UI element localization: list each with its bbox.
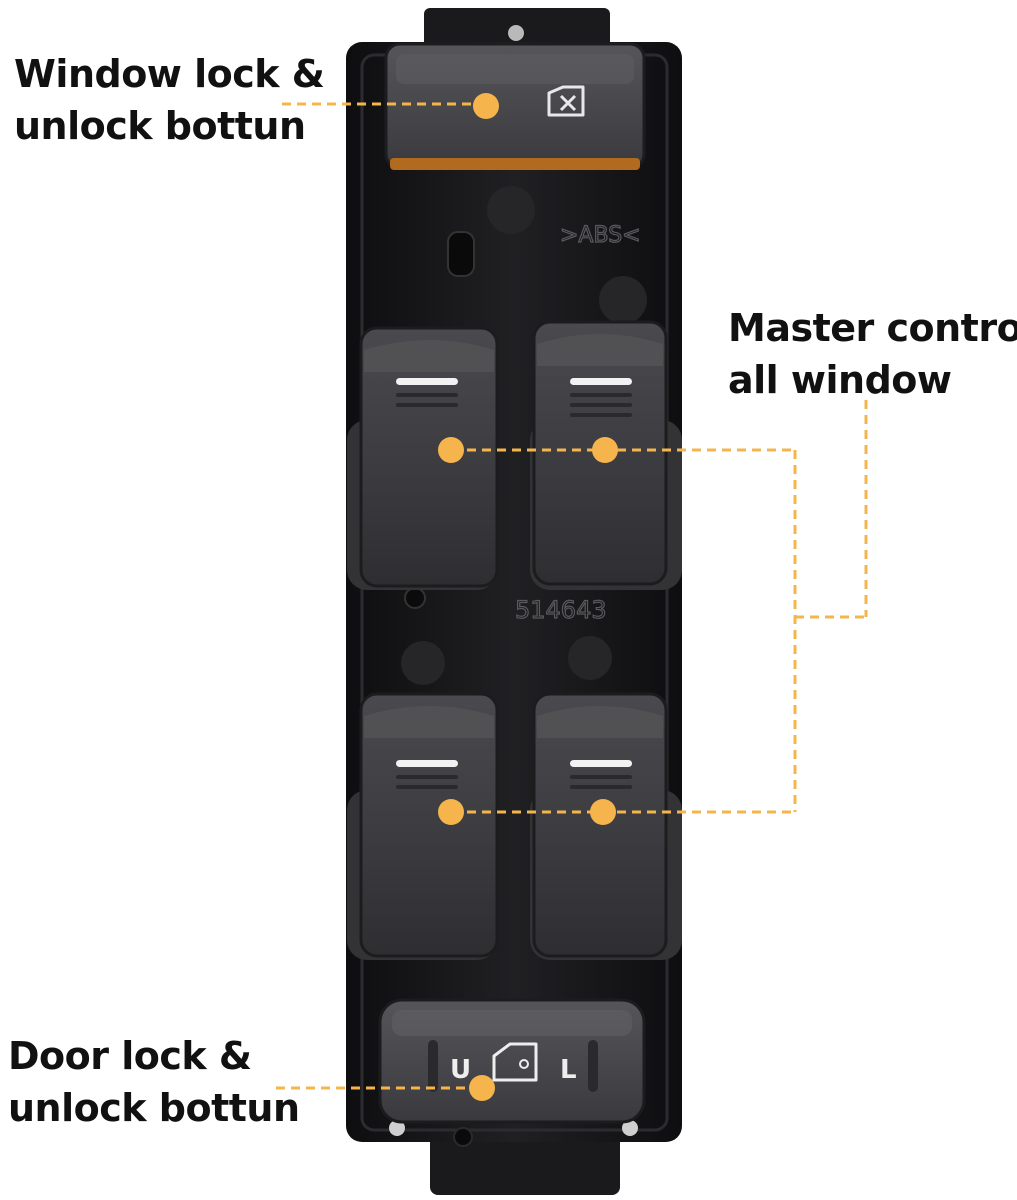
window-switch-rear-right[interactable] — [530, 692, 682, 960]
housing-boss — [568, 636, 612, 680]
callout-line: Window lock & — [14, 52, 325, 96]
master-control-callout: Master control all window — [728, 302, 1017, 406]
housing-boss — [401, 641, 445, 685]
housing-pin — [404, 587, 426, 609]
window-lock-icon — [547, 85, 585, 117]
callout-line: unlock bottun — [14, 104, 306, 148]
unlock-letter: U — [450, 1055, 471, 1085]
door-lock-button[interactable]: U L — [378, 998, 646, 1124]
window-switch-rear-left[interactable] — [347, 692, 499, 960]
housing-boss — [487, 186, 535, 234]
callout-line: Door lock & — [8, 1034, 252, 1078]
housing-slot — [447, 231, 475, 277]
callout-lines — [276, 102, 868, 1090]
screw — [622, 1120, 638, 1136]
callout-line: Master control — [728, 306, 1017, 350]
lock-letter: L — [560, 1055, 577, 1085]
mount-hole — [453, 1127, 473, 1147]
window-switch-front-right[interactable] — [530, 320, 682, 590]
door-lock-callout: Door lock & unlock bottun — [8, 1030, 300, 1134]
housing-boss — [599, 276, 647, 324]
window-switch-front-left[interactable] — [347, 326, 499, 590]
screw — [389, 1120, 405, 1136]
callout-line: all window — [728, 358, 952, 402]
callout-line: unlock bottun — [8, 1086, 300, 1130]
door-lock-icon — [492, 1042, 538, 1082]
screw — [508, 25, 524, 41]
window-lock-callout: Window lock & unlock bottun — [14, 48, 325, 152]
abs-mark: >ABS< — [560, 223, 641, 248]
part-number: 514643 — [515, 596, 607, 624]
window-lock-button[interactable] — [384, 42, 646, 170]
callout-dots — [438, 93, 618, 1101]
